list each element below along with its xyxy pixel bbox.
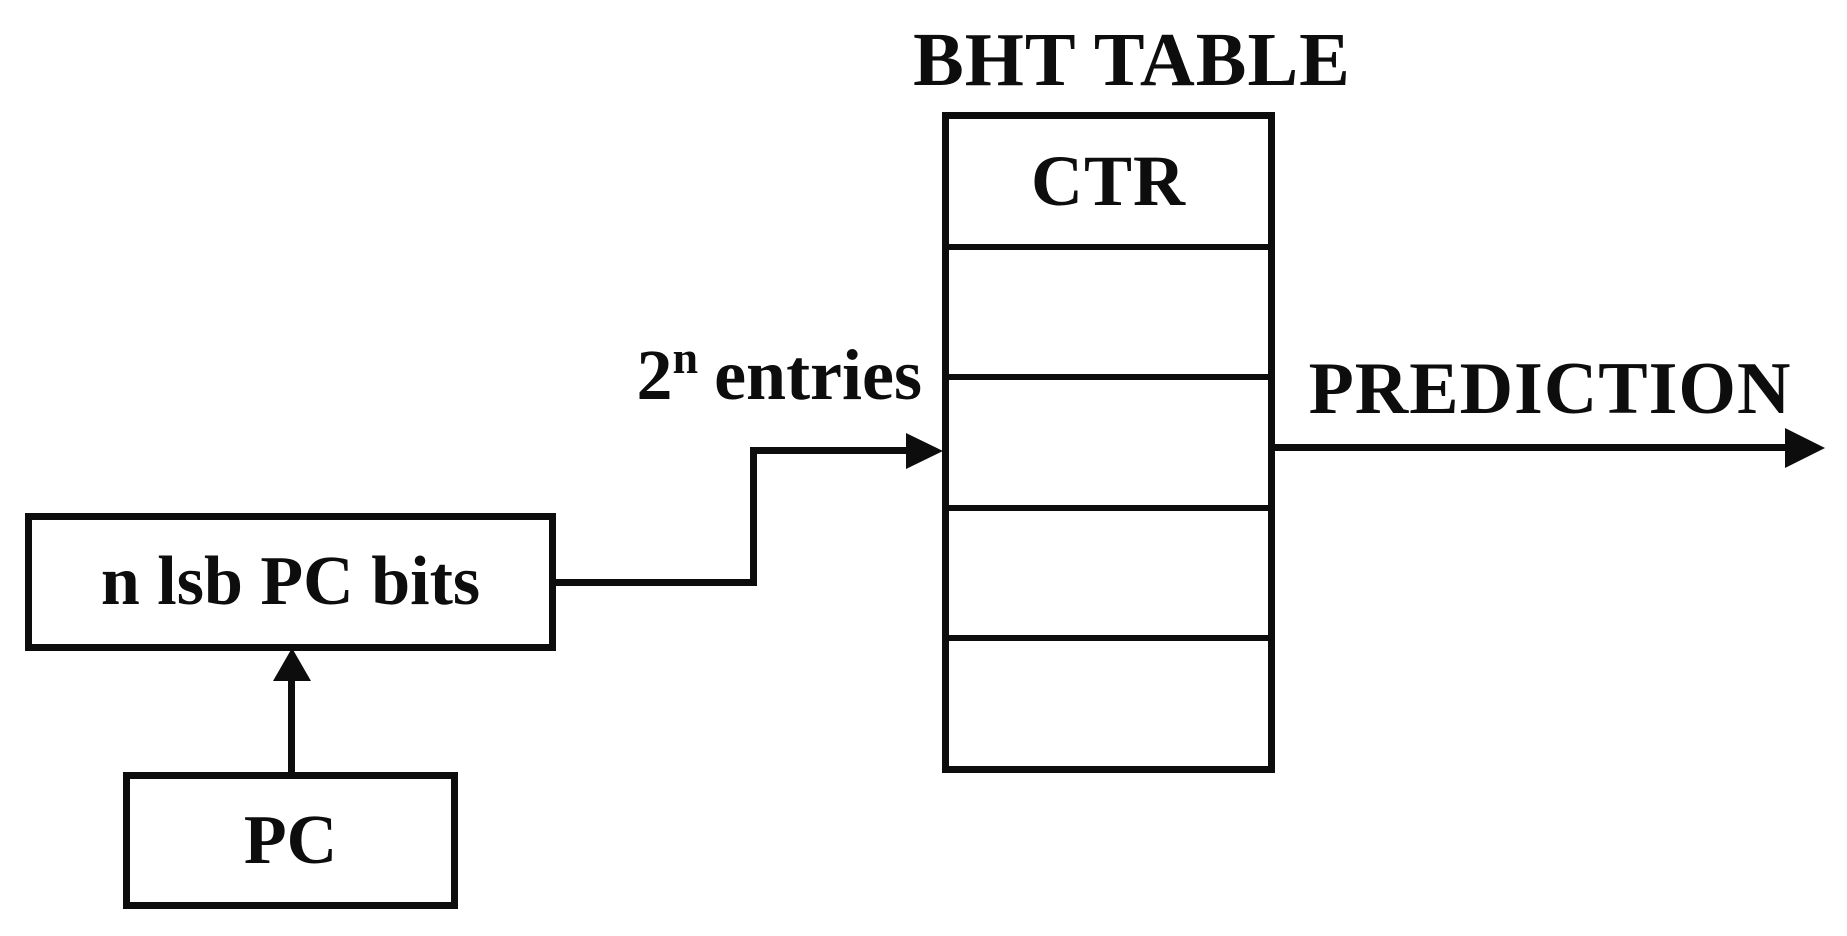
nlsb-box: n lsb PC bits [25,513,556,651]
diagram-title: BHT TABLE [913,18,1351,102]
index-arrow-segment-horizontal-upper [750,447,908,454]
entries-label: 2n entries [540,332,922,426]
nlsb-label: n lsb PC bits [100,543,481,620]
table-row [949,504,1268,636]
table-row [949,243,1268,375]
ctr-label: CTR [1030,141,1186,222]
table-row [949,635,1268,766]
entries-rest: entries [714,335,922,415]
pc-arrow-line [288,672,295,772]
prediction-arrow-line [1273,444,1790,451]
table-row [949,374,1268,505]
table-header-row: CTR [949,119,1268,244]
entries-base: 2 [636,335,673,415]
index-arrow-segment-horizontal-lower [554,579,757,586]
pc-label: PC [243,801,338,879]
pc-arrowhead-icon [273,648,311,681]
bht-table: CTR [942,112,1275,773]
prediction-label: PREDICTION [1308,348,1792,430]
index-arrowhead-icon [906,433,943,469]
pc-box: PC [123,772,458,909]
prediction-arrowhead-icon [1785,428,1825,468]
index-arrow-segment-vertical [750,447,757,586]
entries-superscript: n [672,332,699,383]
